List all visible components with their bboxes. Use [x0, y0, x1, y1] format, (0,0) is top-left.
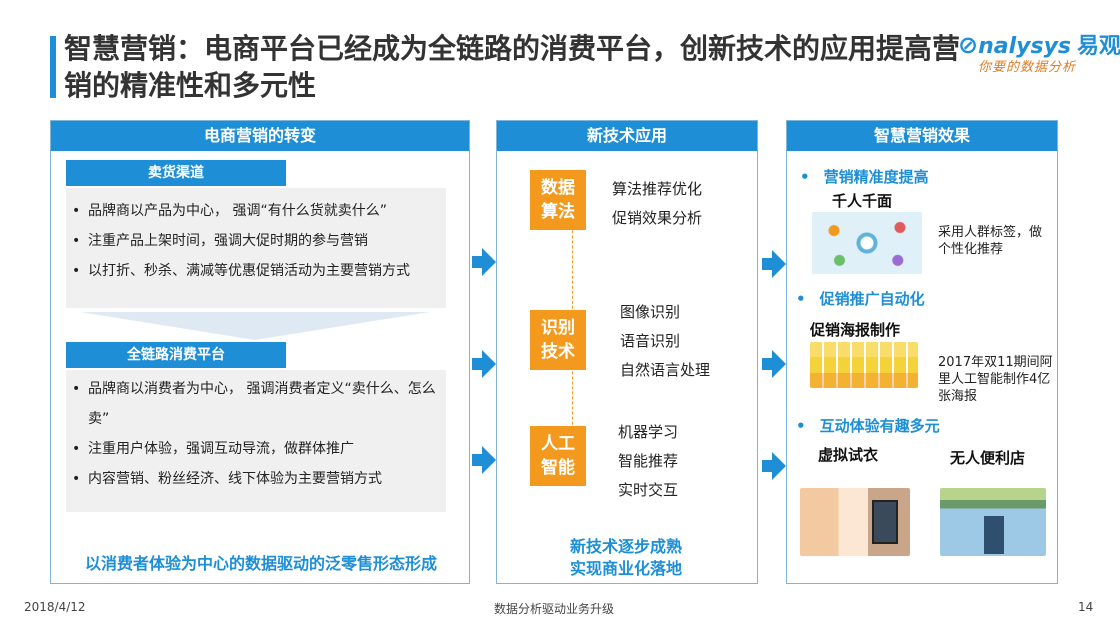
sales-channel-bullets: 品牌商以产品为中心， 强调“有什么货就卖什么” 注重产品上架时间，强调大促时期的…: [66, 188, 446, 286]
tech-items-ai: 机器学习 智能推荐 实时交互: [618, 418, 678, 505]
mid-conclusion: 新技术逐步成熟 实现商业化落地: [500, 536, 752, 580]
effect-title-text: 促销推广自动化: [819, 290, 925, 308]
list-item: 智能推荐: [618, 452, 679, 470]
list-item: 语音识别: [620, 332, 681, 350]
tech-tag-recognition: 识别 技术: [530, 310, 586, 370]
effect-sub-automation: 促销海报制作: [810, 321, 901, 339]
right-panel-header: 智慧营销效果: [787, 121, 1057, 151]
section-title-sales-channel: 卖货渠道: [66, 160, 286, 186]
full-chain-bullets: 品牌商以消费者为中心， 强调消费者定义“卖什么、怎么卖” 注重用户体验，强调互动…: [66, 370, 446, 494]
virtual-fitting-image: [800, 488, 910, 556]
tech-tag-data-algorithm: 数据 算法: [530, 170, 586, 230]
page-title: 智慧营销：电商平台已经成为全链路的消费平台，创新技术的应用提高营销的精准性和多元…: [64, 32, 961, 102]
list-item: 机器学习: [618, 423, 679, 441]
tag-line: 技术: [541, 342, 575, 362]
tech-items-data-algorithm: 算法推荐优化 促销效果分析: [612, 175, 702, 233]
down-arrow-left: [80, 312, 430, 340]
tech-tag-ai: 人工 智能: [530, 426, 586, 486]
logo-brand: nalysys: [978, 34, 1072, 59]
arrow-right-icon: [472, 446, 496, 474]
conclusion-line: 实现商业化落地: [569, 559, 682, 578]
logo-tagline: 你要的数据分析: [978, 60, 1077, 75]
effect-title-precision: •营销精准度提高: [800, 168, 929, 186]
footer-date: 2018/4/12: [24, 600, 86, 614]
list-item: 品牌商以产品为中心， 强调“有什么货就卖什么”: [66, 196, 440, 226]
left-panel-header: 电商营销的转变: [51, 121, 469, 151]
page-number: 14: [1078, 600, 1094, 614]
arrow-right-icon: [762, 350, 786, 378]
list-item: 促销效果分析: [612, 209, 703, 227]
effect-sub-virtual-fitting: 虚拟试衣: [818, 446, 879, 464]
list-item: 注重用户体验，强调互动导流，做群体推广: [66, 434, 440, 464]
tag-line: 人工: [541, 434, 575, 454]
unmanned-store-image: [940, 488, 1046, 556]
section-box-full-chain: 品牌商以消费者为中心， 强调消费者定义“卖什么、怎么卖” 注重用户体验，强调互动…: [66, 370, 446, 512]
title-accent-bar: [50, 36, 56, 98]
list-item: 图像识别: [620, 303, 681, 321]
arrow-right-icon: [762, 452, 786, 480]
list-item: 实时交互: [618, 481, 679, 499]
logo-brand-cn: 易观: [1077, 34, 1120, 59]
arrow-right-icon: [472, 350, 496, 378]
mirror-screen: [872, 500, 898, 544]
audience-network-image: [812, 212, 922, 274]
list-item: 自然语言处理: [620, 361, 711, 379]
list-item: 品牌商以消费者为中心， 强调消费者定义“卖什么、怎么卖”: [66, 374, 440, 434]
effect-title-text: 互动体验有趣多元: [819, 417, 940, 435]
left-conclusion: 以消费者体验为中心的数据驱动的泛零售形态形成: [84, 554, 437, 573]
effect-sub-precision: 千人千面: [832, 192, 893, 210]
logo-mark: ⊘: [958, 31, 979, 59]
tag-line: 智能: [541, 458, 575, 478]
section-title-full-chain: 全链路消费平台: [66, 342, 286, 368]
effect-desc-automation: 2017年双11期间阿里人工智能制作4亿张海报: [938, 355, 1053, 404]
effect-title-automation: •促销推广自动化: [796, 290, 925, 308]
list-item: 内容营销、粉丝经济、线下体验为主要营销方式: [66, 464, 440, 494]
poster-grid-image: [810, 342, 918, 388]
list-item: 以打折、秒杀、满减等优惠促销活动为主要营销方式: [66, 256, 440, 286]
arrow-right-icon: [472, 248, 496, 276]
tech-items-recognition: 图像识别 语音识别 自然语言处理: [620, 298, 710, 385]
effect-sub-unmanned-store: 无人便利店: [950, 449, 1026, 467]
mid-panel-header: 新技术应用: [497, 121, 757, 151]
conclusion-line: 新技术逐步成熟: [569, 537, 682, 556]
store-door: [984, 516, 1004, 554]
tag-line: 数据: [541, 178, 575, 198]
arrow-right-icon: [762, 250, 786, 278]
list-item: 注重产品上架时间，强调大促时期的参与营销: [66, 226, 440, 256]
footer-center-text: 数据分析驱动业务升级: [494, 602, 615, 616]
effect-title-text: 营销精准度提高: [823, 168, 929, 186]
tag-line: 算法: [541, 202, 575, 222]
list-item: 算法推荐优化: [612, 180, 703, 198]
effect-desc-precision: 采用人群标签，做个性化推荐: [938, 225, 1043, 257]
tag-line: 识别: [541, 318, 575, 338]
effect-title-interactive: •互动体验有趣多元: [796, 417, 940, 435]
section-box-sales-channel: 品牌商以产品为中心， 强调“有什么货就卖什么” 注重产品上架时间，强调大促时期的…: [66, 188, 446, 308]
